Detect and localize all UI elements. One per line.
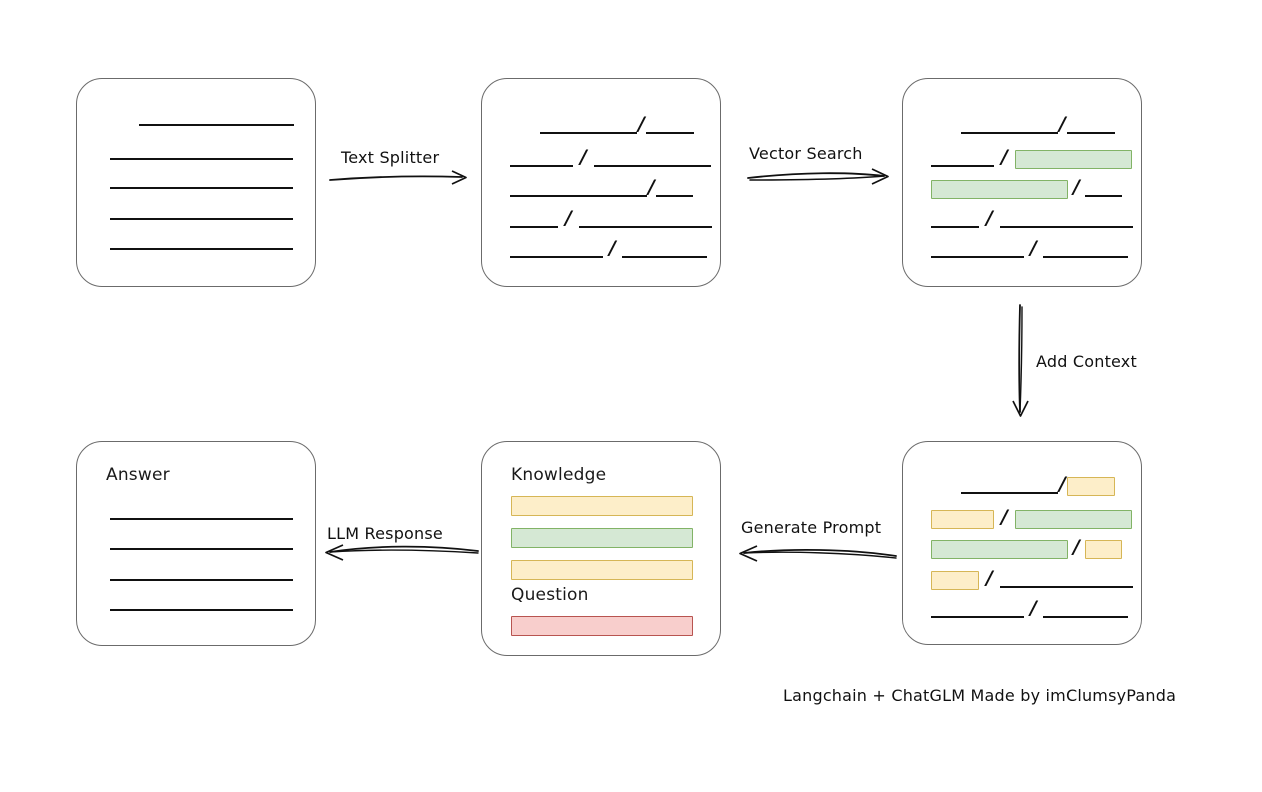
text-segment xyxy=(510,239,603,261)
split-slash: / xyxy=(1030,237,1037,259)
answer-line xyxy=(110,518,293,520)
card-split-document[interactable]: / / / / / xyxy=(481,78,721,287)
knowledge-bar-green xyxy=(511,528,693,548)
retrieved-chunk-green xyxy=(931,539,1068,559)
split-slash: / xyxy=(1001,146,1008,168)
text-segment xyxy=(1066,115,1115,137)
knowledge-bar-yellow xyxy=(511,560,693,580)
split-slash: / xyxy=(565,207,572,229)
text-segment xyxy=(655,178,693,200)
doc-line xyxy=(110,218,293,220)
text-segment xyxy=(510,148,573,170)
doc-line xyxy=(110,187,293,189)
doc-row: / xyxy=(961,473,1115,497)
doc-row: / xyxy=(931,176,1122,200)
doc-line xyxy=(110,248,293,250)
doc-line xyxy=(139,124,294,126)
context-chunk-yellow xyxy=(931,509,994,529)
doc-row: / xyxy=(931,567,1133,591)
doc-row: / xyxy=(510,237,707,261)
text-segment xyxy=(931,209,979,231)
answer-line xyxy=(110,548,293,550)
arrow-label-llm-response: LLM Response xyxy=(327,524,443,543)
split-slash: / xyxy=(1073,536,1080,558)
card-source-document[interactable] xyxy=(76,78,316,287)
text-segment xyxy=(931,239,1024,261)
card-searched-document[interactable]: / / / / / xyxy=(902,78,1142,287)
answer-label: Answer xyxy=(106,465,170,485)
arrow-text-splitter xyxy=(329,170,467,185)
retrieved-chunk-green xyxy=(931,179,1068,199)
split-slash: / xyxy=(1059,473,1066,495)
text-segment xyxy=(999,569,1133,591)
text-segment xyxy=(1084,178,1122,200)
arrow-vector-search xyxy=(747,168,889,185)
text-segment xyxy=(593,148,711,170)
split-slash: / xyxy=(1059,113,1066,135)
split-slash: / xyxy=(580,146,587,168)
context-chunk-yellow xyxy=(1084,539,1122,559)
card-context-document[interactable]: / / / / / xyxy=(902,441,1142,645)
text-segment xyxy=(578,209,712,231)
doc-row: / xyxy=(510,176,693,200)
arrow-label-generate-prompt: Generate Prompt xyxy=(741,518,882,537)
doc-row: / xyxy=(931,506,1132,530)
split-slash: / xyxy=(986,207,993,229)
split-slash: / xyxy=(1030,597,1037,619)
arrow-generate-prompt xyxy=(739,545,897,562)
doc-row: / xyxy=(931,146,1132,170)
doc-row: / xyxy=(931,597,1128,621)
card-prompt[interactable]: Knowledge Question xyxy=(481,441,721,656)
arrow-label-vector-search: Vector Search xyxy=(749,144,863,163)
text-segment xyxy=(931,148,994,170)
context-chunk-yellow xyxy=(1066,476,1115,496)
doc-line xyxy=(110,158,293,160)
knowledge-bar-yellow xyxy=(511,496,693,516)
text-segment xyxy=(1042,599,1128,621)
knowledge-label: Knowledge xyxy=(511,465,607,485)
doc-row: / xyxy=(510,146,711,170)
split-slash: / xyxy=(1073,176,1080,198)
card-answer[interactable]: Answer xyxy=(76,441,316,646)
text-segment xyxy=(621,239,707,261)
text-segment xyxy=(510,178,647,200)
retrieved-chunk-green xyxy=(1014,149,1132,169)
doc-row: / xyxy=(931,536,1122,560)
text-segment xyxy=(961,475,1058,497)
text-segment xyxy=(931,599,1024,621)
arrow-add-context xyxy=(1012,304,1029,417)
context-chunk-yellow xyxy=(931,570,979,590)
doc-row: / xyxy=(931,207,1133,231)
split-slash: / xyxy=(648,176,655,198)
split-slash: / xyxy=(1001,506,1008,528)
text-segment xyxy=(645,115,694,137)
doc-row: / xyxy=(510,207,712,231)
retrieved-chunk-green xyxy=(1014,509,1132,529)
split-slash: / xyxy=(638,113,645,135)
question-label: Question xyxy=(511,585,589,605)
text-segment xyxy=(961,115,1058,137)
arrow-label-add-context: Add Context xyxy=(1036,352,1137,371)
doc-row: / xyxy=(540,113,694,137)
text-segment xyxy=(510,209,558,231)
split-slash: / xyxy=(609,237,616,259)
arrow-label-text-splitter: Text Splitter xyxy=(341,148,440,167)
text-segment xyxy=(540,115,637,137)
text-segment xyxy=(1042,239,1128,261)
doc-row: / xyxy=(931,237,1128,261)
doc-row: / xyxy=(961,113,1115,137)
split-slash: / xyxy=(986,567,993,589)
arrow-llm-response xyxy=(325,544,479,561)
question-bar-red xyxy=(511,616,693,636)
footer-credit: Langchain + ChatGLM Made by imClumsyPand… xyxy=(783,686,1177,705)
text-segment xyxy=(999,209,1133,231)
answer-line xyxy=(110,609,293,611)
answer-line xyxy=(110,579,293,581)
